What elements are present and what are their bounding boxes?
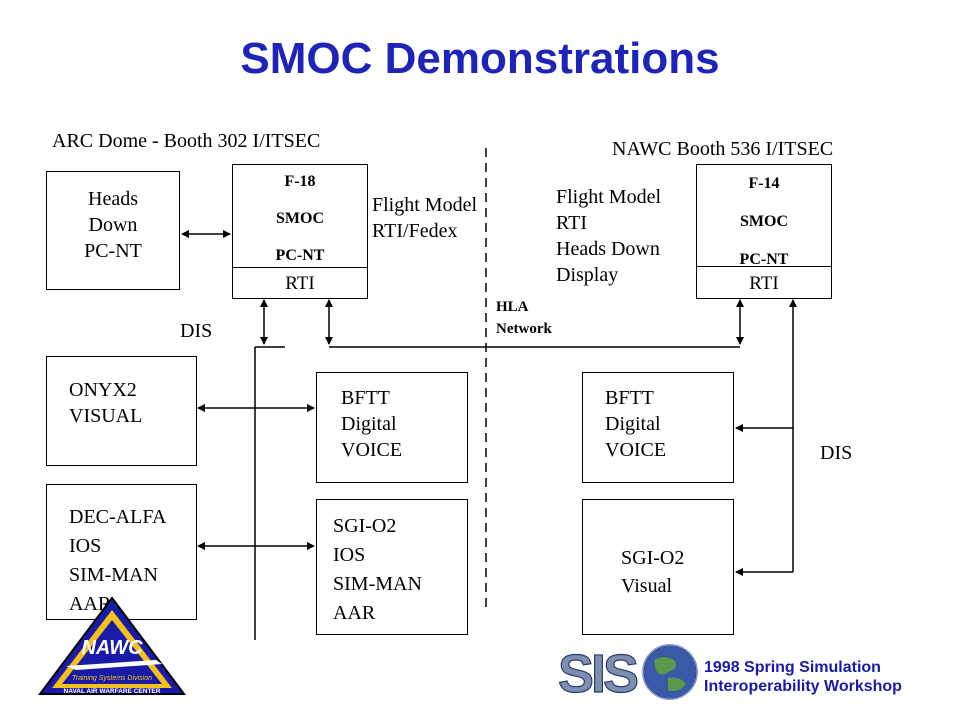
- sgi-left-line-2: IOS: [333, 544, 366, 566]
- right-note-line-4: Display: [556, 264, 619, 286]
- left-note-line-2: RTI/Fedex: [372, 220, 458, 242]
- bftt-left-line-2: Digital: [341, 413, 397, 435]
- f18-label: F-18: [284, 173, 316, 190]
- sgi-right-line-1: SGI-O2: [621, 547, 685, 569]
- f18-pcnt-label: PC-NT: [275, 247, 325, 264]
- nawc-logo-subtext: Training Systems Division: [72, 675, 152, 682]
- heads-down-line-3: PC-NT: [84, 240, 142, 262]
- f14-label: F-14: [748, 175, 780, 192]
- dec-line-3: SIM-MAN: [69, 564, 158, 586]
- jet-icon: [66, 660, 162, 670]
- bftt-right-line-3: VOICE: [605, 439, 667, 461]
- dec-line-4: AAR: [69, 593, 112, 615]
- right-site-label: NAWC Booth 536 I/ITSEC: [612, 138, 834, 160]
- nawc-logo-ring: NAVAL AIR WARFARE CENTER: [64, 688, 161, 695]
- f18-smoc-box: F-18 SMOC PC-NT RTI: [232, 164, 368, 299]
- right-note-line-1: Flight Model: [556, 186, 662, 208]
- dis-left-label: DIS: [180, 320, 213, 342]
- f18-smoc-label: SMOC: [276, 210, 324, 227]
- heads-down-pc-box: Heads Down PC-NT: [46, 171, 180, 290]
- sgi-right-line-2: Visual: [621, 575, 673, 597]
- workshop-line-1: 1998 Spring Simulation: [704, 659, 881, 676]
- bftt-left-box: BFTT Digital VOICE: [316, 372, 468, 483]
- hla-network-label: HLA Network: [496, 296, 552, 340]
- f18-rti-label: RTI: [285, 273, 315, 294]
- onyx-line-2: VISUAL: [69, 405, 143, 427]
- bftt-left-line-1: BFTT: [341, 387, 390, 409]
- right-note-line-3: Heads Down: [556, 238, 660, 260]
- sgi-left-line-1: SGI-O2: [333, 515, 397, 537]
- heads-down-line-2: Down: [88, 214, 138, 236]
- right-note-line-2: RTI: [556, 212, 588, 234]
- dis-right-label: DIS: [820, 442, 853, 464]
- dec-alfa-box: DEC-ALFA IOS SIM-MAN AAR: [46, 484, 197, 620]
- workshop-label: 1998 Spring Simulation Interoperability …: [704, 658, 902, 696]
- heads-down-line-1: Heads: [88, 188, 138, 210]
- bftt-right-box: BFTT Digital VOICE: [582, 372, 734, 483]
- bftt-right-line-1: BFTT: [605, 387, 654, 409]
- dec-line-2: IOS: [69, 535, 102, 557]
- left-flight-model-note: Flight Model RTI/Fedex: [372, 192, 477, 244]
- bftt-right-line-2: Digital: [605, 413, 661, 435]
- left-site-label: ARC Dome - Booth 302 I/ITSEC: [52, 130, 321, 152]
- f14-smoc-label: SMOC: [740, 213, 788, 230]
- sgi-left-line-4: AAR: [333, 602, 376, 624]
- sgi-o2-right-box: SGI-O2 Visual: [582, 499, 734, 635]
- hla-label-line-1: HLA: [496, 299, 529, 315]
- workshop-line-2: Interoperability Workshop: [704, 678, 902, 695]
- sgi-left-line-3: SIM-MAN: [333, 573, 422, 595]
- onyx2-visual-box: ONYX2 VISUAL: [46, 356, 197, 466]
- f14-pcnt-label: PC-NT: [739, 251, 789, 268]
- f14-rti-label: RTI: [749, 273, 779, 294]
- siso-logo: SIS: [556, 642, 702, 702]
- hla-label-line-2: Network: [496, 321, 552, 337]
- sgi-o2-left-box: SGI-O2 IOS SIM-MAN AAR: [316, 499, 468, 635]
- siso-logo-text: SIS: [558, 644, 637, 702]
- f14-smoc-box: F-14 SMOC PC-NT RTI: [696, 164, 832, 299]
- nawc-logo: NAWC Training Systems Division NAVAL AIR…: [38, 596, 186, 695]
- dec-line-1: DEC-ALFA: [69, 506, 167, 528]
- bftt-left-line-3: VOICE: [341, 439, 403, 461]
- page-title: SMOC Demonstrations: [240, 34, 720, 83]
- onyx-line-1: ONYX2: [69, 379, 137, 401]
- left-note-line-1: Flight Model: [372, 194, 478, 216]
- right-flight-model-note: Flight Model RTI Heads Down Display: [556, 184, 661, 288]
- nawc-logo-text: NAWC: [81, 637, 143, 659]
